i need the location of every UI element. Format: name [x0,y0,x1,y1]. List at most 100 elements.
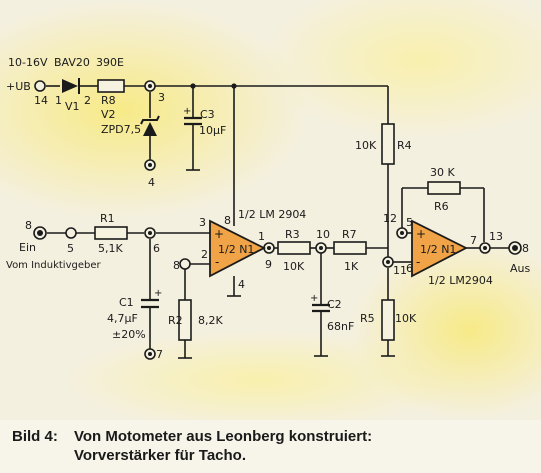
r3-ref-label: R3 [285,228,300,241]
r6-value-label: 30 K [430,166,455,179]
caption-line-2: Vorverstärker für Tacho. [74,447,247,464]
r3-value-label: 10K [283,260,305,273]
c1-plus-mark: + [154,288,162,299]
r4-ref-label: R4 [397,139,412,152]
terminal-8 [179,258,191,270]
c1-ref-label: C1 [119,296,134,309]
junction-dot [190,83,196,89]
opamp-n1-b [411,219,468,278]
c2-ref-label: C2 [327,298,342,311]
supply-voltage-label: 10-16V [8,56,48,69]
c3-plus-mark: + [183,106,191,117]
junction-dot [148,352,152,356]
r5-value-label: 10K [395,312,417,325]
supply-name-label: +UB [6,80,31,93]
pin-5-label: 5 [67,242,74,255]
input-terminal [33,226,47,240]
opamp2-minus: - [416,255,420,269]
junction-dot [148,231,152,235]
node-8-label: 8 [173,259,180,272]
resistor-r4 [381,123,395,165]
input-terminal-number: 8 [25,219,32,232]
input-label: Ein [19,241,36,254]
r8-ref-label: R8 [101,94,116,107]
opamp1-pin-8: 8 [224,214,231,227]
junction-dot [267,246,271,250]
pin-2-label: 2 [84,94,91,107]
figure-caption: Bild 4: Von Motometer aus Leonberg konst… [0,420,541,473]
pin-3-label: 3 [158,91,165,104]
opamp2-pin-7: 7 [470,234,477,247]
input-source-label: Vom Induktivgeber [6,260,101,271]
c3-ref-label: C3 [200,108,215,121]
caption-label: Bild 4: [12,428,58,445]
junction-dot [319,246,323,250]
terminal-14 [34,80,46,92]
highlight-wash [260,0,541,140]
v2-ref-label: V2 [101,108,116,121]
resistor-r7 [333,241,367,255]
junction-dot [483,246,487,250]
opamp1-pin-2: 2 [201,248,208,261]
opamp2-plus: + [416,227,426,241]
output-label: Aus [510,262,530,275]
resistor-r6 [427,181,461,195]
opamp2-pin-12: 12 [383,212,397,225]
node-11-label: 11 [393,264,407,277]
opamp2-pin-5: 5 [406,216,413,229]
node-10-label: 10 [316,228,330,241]
c1-value-label: 4,7µF [107,312,138,325]
output-terminal [508,241,522,255]
opamp1-title: 1/2 LM 2904 [238,208,306,221]
r4-value-label: 10K [355,139,377,152]
highlight-wash [0,0,310,220]
r1-value-label: 5,1K [98,242,123,255]
junction-dot [148,163,152,167]
pin-6-label: 6 [153,242,160,255]
r8-value-label: 390E [96,56,124,69]
opamp2-label: 1/2 N1 [420,243,456,256]
v1-ref-label: V1 [65,100,80,113]
pin-4-label: 4 [148,176,155,189]
junction-dot [148,84,152,88]
r1-ref-label: R1 [100,212,115,225]
pin-14-label: 14 [34,94,48,107]
node-9-label: 9 [265,258,272,271]
resistor-r5 [381,299,395,341]
zener-diode-v2 [140,115,160,136]
opamp1-minus: - [215,255,219,269]
opamp2-pin-6: 6 [406,262,413,275]
r6-ref-label: R6 [434,200,449,213]
circuit-schematic: + + + 10-16V +UB 14 1 2 BAV20 V1 390E R8 [0,0,541,420]
output-terminal-dot [512,245,518,251]
r2-ref-label: R2 [168,314,183,327]
junction-dot [386,260,390,264]
v2-type-label: ZPD7,5 [101,123,141,136]
r2-value-label: 8,2K [198,314,223,327]
junction-dot [231,83,237,89]
r5-ref-label: R5 [360,312,375,325]
resistor-r3 [277,241,311,255]
opamp1-label: 1/2 N1 [218,243,254,256]
terminal-5 [65,227,77,239]
c3-value-label: 10µF [199,124,226,137]
opamp1-pin-1: 1 [258,230,265,243]
opamp1-pin-4: 4 [238,278,245,291]
opamp2-title: 1/2 LM2904 [428,274,493,287]
r7-value-label: 1K [344,260,359,273]
c1-tolerance-label: ±20% [112,328,146,341]
output-terminal-number: 8 [522,242,529,255]
diode-v1 [62,78,89,94]
pin-7-label: 7 [156,348,163,361]
r7-ref-label: R7 [342,228,357,241]
v1-type-label: BAV20 [54,56,90,69]
c2-value-label: 68nF [327,320,354,333]
opamp1-pin-3: 3 [199,216,206,229]
highlight-wash [60,330,460,420]
opamp-n1-a [209,219,266,278]
opamp1-plus: + [214,227,224,241]
junction-dot [400,231,404,235]
output-pin-13: 13 [489,230,503,243]
pin-1-label: 1 [55,94,62,107]
